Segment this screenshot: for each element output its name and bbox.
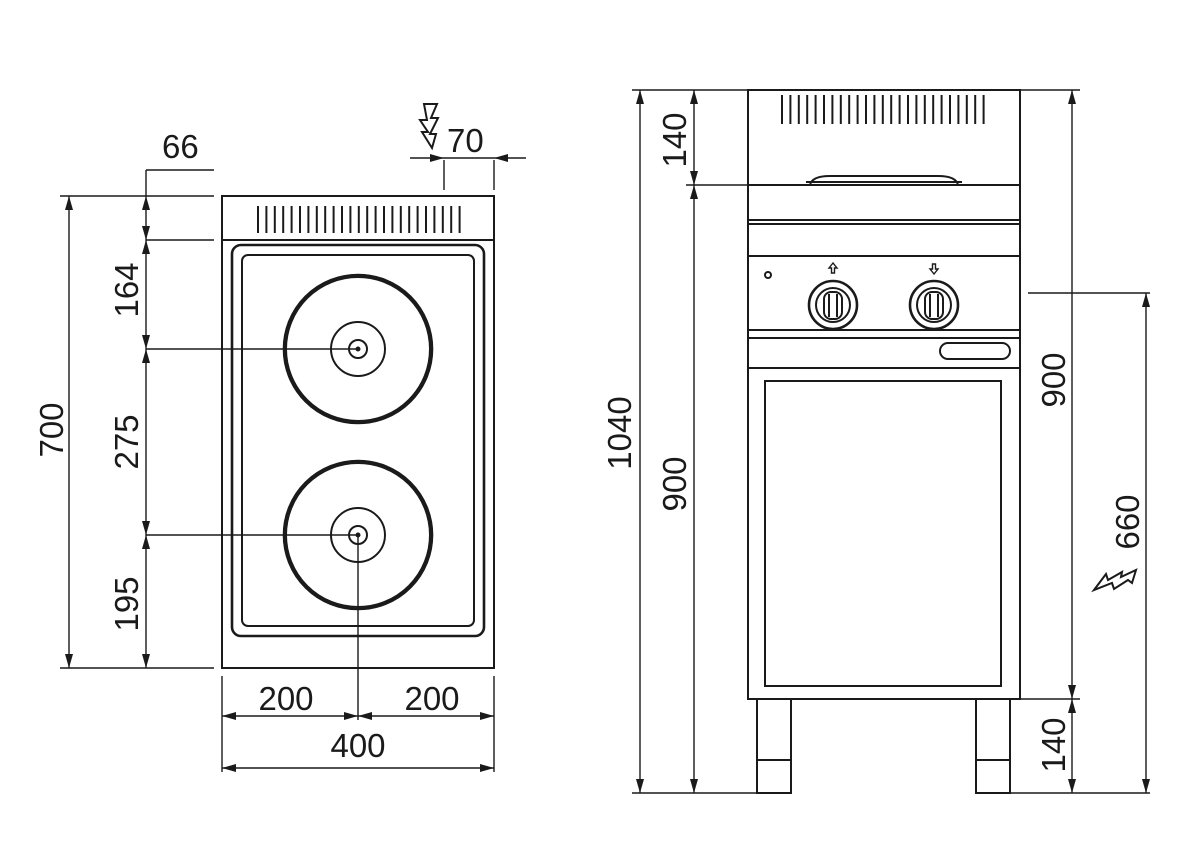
worktop-lip [809,175,959,186]
handle [939,342,1011,360]
splashback [747,89,1021,186]
appliance-body [747,184,1021,700]
dim-label-200-left: 200 [258,680,313,717]
control-knob-right [908,263,960,331]
legs [756,698,1011,794]
plan-view: 66 70 700 164 275 195 200 200 400 [33,103,526,772]
arrow-up-icon [827,261,839,274]
electrical-connection-icon [418,103,440,151]
indicator-light [764,271,772,279]
dim-label-140-bottom: 140 [1035,717,1072,772]
dim-label-195: 195 [108,576,145,631]
dim-label-200-right: 200 [404,680,459,717]
dim-label-900-left: 900 [656,456,693,511]
dim-label-66: 66 [162,128,199,165]
arrow-down-icon [928,263,940,276]
front-vent-slots [781,95,985,124]
dim-label-70: 70 [447,122,484,159]
control-panel-bottom [747,337,1021,369]
dim-label-1040: 1040 [601,396,638,469]
cabinet-door [764,380,1002,687]
dim-label-660: 660 [1109,494,1146,549]
vent-slots [257,206,461,233]
dim-label-164: 164 [108,262,145,317]
top-trim [747,223,1021,257]
dim-label-140-top: 140 [656,112,693,167]
dim-label-900-right: 900 [1035,352,1072,407]
electrical-connection-icon-side [1091,568,1138,593]
dim-label-400: 400 [330,727,385,764]
dim-label-275: 275 [108,414,145,469]
front-view: 140 1040 900 900 660 140 [601,89,1150,794]
control-knob-left [807,261,859,331]
dim-label-700: 700 [33,402,70,457]
